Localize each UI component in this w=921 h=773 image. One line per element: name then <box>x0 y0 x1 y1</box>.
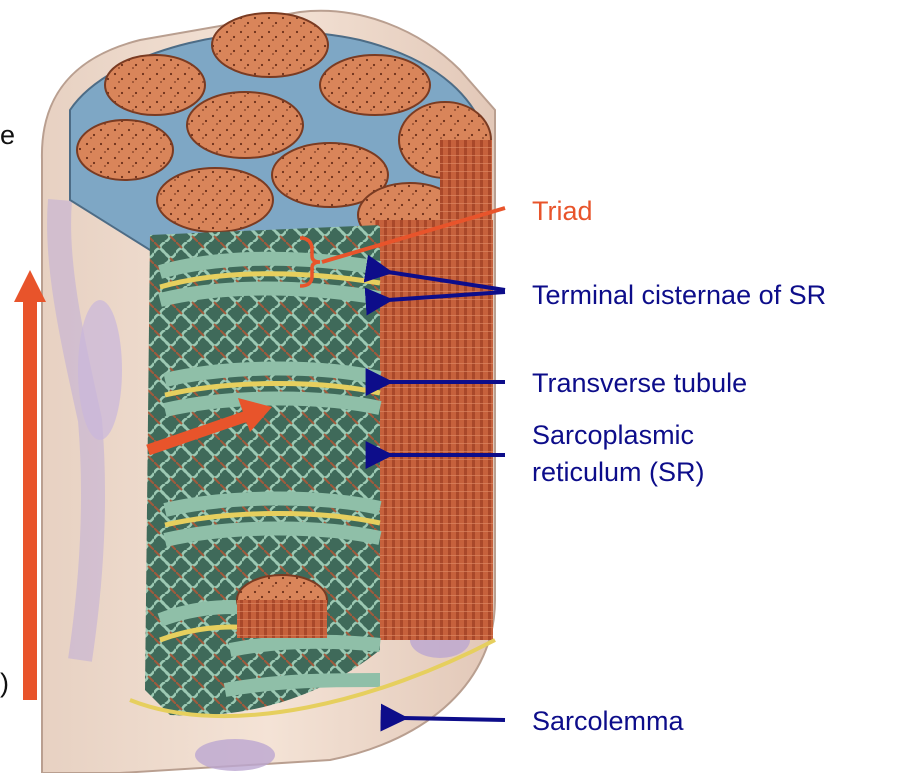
label-terminal-cisternae: Terminal cisternae of SR <box>532 280 827 310</box>
myofibril-striated <box>440 140 492 280</box>
myofibril-end <box>156 167 274 233</box>
sr-pointer-arrow-red <box>146 398 272 456</box>
myofibril-end <box>319 54 431 116</box>
myofibril-striated <box>375 220 493 640</box>
sarcolemma-arrow <box>380 703 506 732</box>
sarcolemma-edge <box>129 638 496 719</box>
myofibril-end <box>211 12 329 78</box>
myofibril-striated <box>237 600 327 638</box>
label-sarcoplasmic-line2: reticulum (SR) <box>532 457 705 487</box>
direction-arrow-red <box>14 270 46 700</box>
myofibril-end <box>271 142 389 208</box>
label-sarcolemma: Sarcolemma <box>532 706 684 736</box>
terminal-cisternae-arrow-lower <box>364 287 506 316</box>
label-transverse-tubule: Transverse tubule <box>532 368 748 398</box>
leader-arrows <box>363 254 506 732</box>
label-triad: Triad <box>532 196 593 226</box>
cut-off-text-bottom: ) <box>0 668 9 698</box>
label-sarcoplasmic-line1: Sarcoplasmic <box>532 420 695 450</box>
cut-off-text-top: e <box>0 120 16 150</box>
myofibril-end <box>186 91 304 159</box>
transverse-tubule-bands <box>157 251 382 697</box>
myofibril-end <box>76 119 174 181</box>
myofibril-end <box>104 54 206 116</box>
triad-bracket <box>299 206 506 288</box>
terminal-cisternae-arrow-upper <box>363 254 506 292</box>
cross-section-top <box>69 12 492 252</box>
